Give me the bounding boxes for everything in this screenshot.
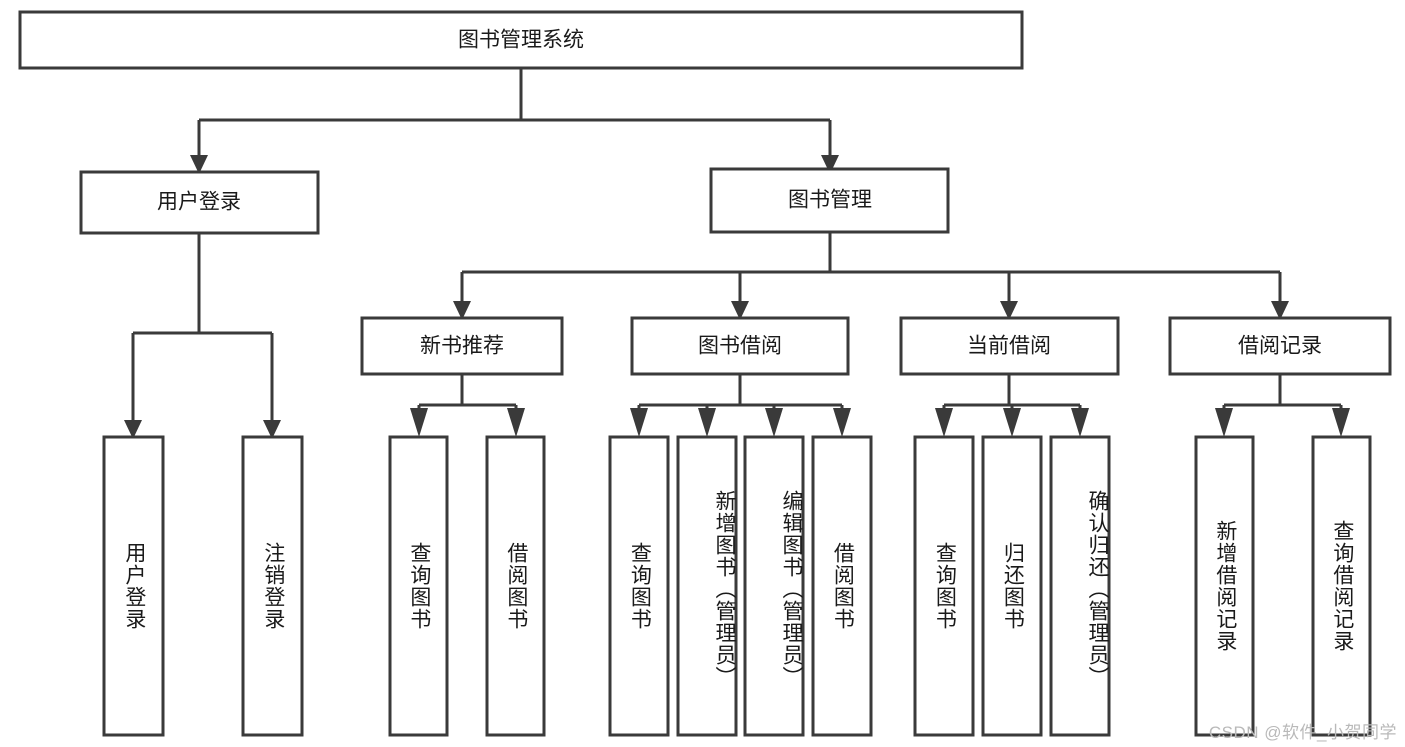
leaf-add-book[interactable]	[676, 435, 738, 737]
node-current-borrow[interactable]	[899, 316, 1120, 376]
connector-group	[124, 68, 1350, 439]
leaf-return-book[interactable]	[981, 435, 1043, 737]
arrow-to-user-login	[190, 155, 208, 174]
arrow-book-borrow-leaf-4	[833, 408, 851, 437]
arrow-book-borrow-leaf-1	[630, 408, 648, 437]
arrow-user-login-leaf-2	[263, 420, 281, 439]
arrow-borrow-record-leaf-1	[1215, 408, 1233, 437]
leaf-user-login-leaf[interactable]	[102, 435, 165, 737]
arrow-new-book-leaf-1	[410, 408, 428, 437]
arrow-current-borrow-leaf-3	[1071, 408, 1089, 437]
label-current-borrow: 当前借阅	[967, 335, 1051, 358]
leaf-logout-leaf[interactable]	[241, 435, 304, 737]
leaf-edit-book[interactable]	[743, 435, 805, 737]
leaf-confirm-return[interactable]	[1049, 435, 1111, 737]
label-user-login: 用户登录	[157, 191, 241, 214]
node-new-book-rec[interactable]	[360, 316, 564, 376]
label-root: 图书管理系统	[458, 29, 584, 52]
leaf-query-book-1[interactable]	[388, 435, 449, 737]
leaf-borrow-book-2[interactable]	[811, 435, 873, 737]
label-book-manage: 图书管理	[788, 189, 872, 212]
arrow-borrow-record-leaf-2	[1332, 408, 1350, 437]
arrow-current-borrow-leaf-2	[1003, 408, 1021, 437]
arrow-to-current-borrow	[1000, 301, 1018, 320]
arrow-book-borrow-leaf-2	[698, 408, 716, 437]
arrow-current-borrow-leaf-1	[935, 408, 953, 437]
leaf-query-record[interactable]	[1311, 435, 1372, 737]
node-user-login[interactable]	[79, 170, 320, 235]
leaf-query-book-2[interactable]	[608, 435, 670, 737]
arrow-new-book-leaf-2	[507, 408, 525, 437]
label-book-borrow: 图书借阅	[698, 335, 782, 358]
arrow-user-login-leaf-1	[124, 420, 142, 439]
leaf-borrow-book-1[interactable]	[485, 435, 546, 737]
leaf-add-record[interactable]	[1194, 435, 1255, 737]
label-new-book-rec: 新书推荐	[420, 335, 504, 358]
node-root[interactable]	[18, 10, 1024, 70]
arrow-to-new-book	[453, 301, 471, 320]
watermark-text: CSDN @软件_小贺同学	[1208, 723, 1397, 742]
node-book-borrow[interactable]	[630, 316, 850, 376]
leaf-query-book-3[interactable]	[913, 435, 975, 737]
arrow-to-book-borrow	[731, 301, 749, 320]
horizontal-label-group: 图书管理系统 用户登录 图书管理 新书推荐 图书借阅 当前借阅 借阅记录	[157, 29, 1322, 358]
label-borrow-record: 借阅记录	[1238, 335, 1322, 358]
node-borrow-record[interactable]	[1168, 316, 1392, 376]
node-box-group	[18, 10, 1392, 737]
arrow-to-book-manage	[821, 155, 839, 174]
arrow-book-borrow-leaf-3	[765, 408, 783, 437]
node-book-manage[interactable]	[709, 167, 950, 234]
arrow-to-borrow-record	[1271, 301, 1289, 320]
